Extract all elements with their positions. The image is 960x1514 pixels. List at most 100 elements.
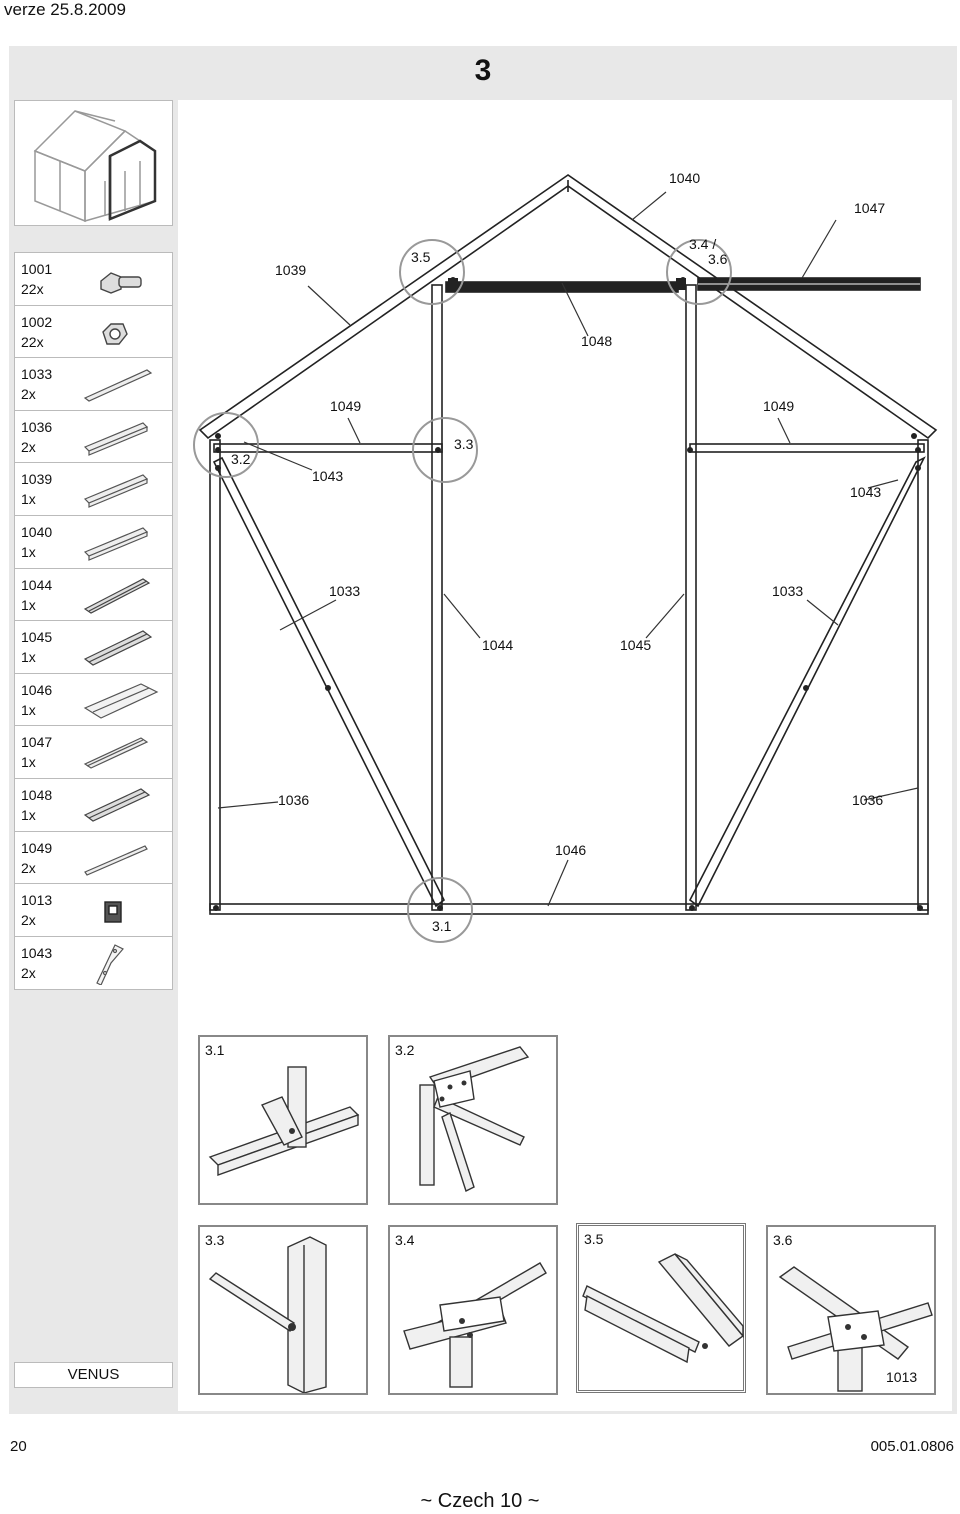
- parts-list: 1001 22x 1002 22x 1033 2x 1036 2x: [14, 252, 173, 991]
- base-1046: [209, 903, 929, 915]
- detail-ref-3.6: 3.6: [708, 251, 728, 267]
- crossbar-1049-right: [689, 443, 925, 453]
- callout-1013: 1013: [886, 1369, 918, 1385]
- callout-1049-left: 1049: [330, 398, 362, 414]
- nut-icon: [102, 322, 128, 345]
- callout-1046: 1046: [555, 842, 587, 858]
- document-code: 005.01.0806: [870, 1438, 954, 1455]
- part-quantity: 1x: [21, 806, 36, 823]
- part-code: 1036: [21, 418, 53, 435]
- callout-1044: 1044: [482, 637, 514, 653]
- part-quantity: 1x: [21, 543, 36, 560]
- version-label: verze 25.8.2009: [4, 0, 126, 19]
- brace-1033-right: [688, 456, 926, 908]
- detail-ref-3.3: 3.3: [454, 436, 474, 452]
- greenhouse-thumbnail: [14, 100, 173, 226]
- greenhouse-icon: [33, 110, 157, 223]
- callout-1049-right: 1049: [763, 398, 795, 414]
- detail-circle-3.2: [193, 412, 259, 478]
- part-row: 1002 22x: [15, 306, 172, 359]
- corner-plate-icon: [96, 943, 124, 985]
- part-quantity: 2x: [21, 912, 36, 929]
- part-row: 1033 2x: [15, 358, 172, 411]
- part-quantity: 22x: [21, 281, 44, 297]
- part-quantity: 1x: [21, 649, 36, 666]
- part-code: 1013: [21, 892, 53, 909]
- crossbar-1049-left: [213, 443, 443, 453]
- detail-drawing-3.5: [582, 1253, 745, 1364]
- callout-1036-right: 1036: [852, 792, 884, 808]
- profile-icon: [83, 369, 153, 402]
- part-row: 1044 1x: [15, 569, 172, 622]
- part-row: 1036 2x: [15, 411, 172, 464]
- part-row: 1040 1x: [15, 516, 172, 569]
- roof-rafter: [198, 174, 938, 440]
- callout-1039: 1039: [275, 262, 307, 278]
- part-quantity: 1x: [21, 754, 36, 771]
- part-row: 1045 1x: [15, 621, 172, 674]
- part-code: 1033: [21, 366, 53, 383]
- detail-label: 3.5: [584, 1231, 604, 1247]
- detail-ref-3.4: 3.4 /: [689, 236, 717, 252]
- detail-drawing-3.6: [778, 1266, 933, 1392]
- detail-circle-3.5: [399, 239, 465, 305]
- part-quantity: 2x: [21, 438, 36, 455]
- profile-icon: [83, 527, 149, 561]
- detail-circle-3.1: [407, 877, 473, 943]
- page-number: 20: [10, 1438, 27, 1455]
- bolt-icon: [100, 272, 142, 294]
- profile-icon: [83, 630, 153, 666]
- detail-ref-3.5: 3.5: [411, 249, 431, 265]
- part-code: 1048: [21, 786, 53, 803]
- language-label: ~ Czech 10 ~: [420, 1490, 540, 1512]
- gable-frame-drawing: [193, 174, 938, 943]
- part-quantity: 2x: [21, 964, 36, 981]
- clip-icon: [104, 901, 122, 923]
- detail-circle-3.4-3.6: [666, 239, 732, 305]
- detail-box-3.1: 3.1: [198, 1035, 368, 1205]
- part-row: 1049 2x: [15, 832, 172, 885]
- part-row: 1048 1x: [15, 779, 172, 832]
- detail-label: 3.3: [205, 1232, 225, 1248]
- detail-ref-3.2: 3.2: [231, 451, 251, 467]
- callout-1033-left: 1033: [329, 583, 361, 599]
- part-quantity: 1x: [21, 701, 36, 718]
- part-code: 1049: [21, 839, 53, 856]
- detail-box-3.2: 3.2: [388, 1035, 558, 1205]
- part-quantity: 2x: [21, 859, 36, 876]
- rod-icon: [84, 844, 148, 876]
- detail-drawing-3.1: [208, 1066, 360, 1176]
- detail-box-3.6: 3.6 1013: [766, 1225, 936, 1395]
- side-post-left: [209, 439, 221, 911]
- detail-drawing-3.2: [419, 1046, 530, 1192]
- part-code: 1002: [21, 313, 53, 330]
- callout-1047: 1047: [854, 200, 886, 216]
- callout-1043-right: 1043: [850, 484, 882, 500]
- detail-box-3.4: 3.4: [388, 1225, 558, 1395]
- part-code: 1047: [21, 734, 53, 751]
- part-code: 1043: [21, 944, 53, 961]
- part-quantity: 1x: [21, 491, 36, 508]
- part-quantity: 2x: [21, 386, 36, 403]
- side-post-right: [917, 439, 929, 911]
- part-code: 1046: [21, 681, 53, 698]
- detail-label: 3.2: [395, 1042, 415, 1058]
- part-row: 1039 1x: [15, 463, 172, 516]
- part-code: 1001: [21, 261, 53, 277]
- detail-drawing-3.3: [208, 1236, 327, 1393]
- channel-icon: [83, 683, 159, 719]
- step-number: 3: [474, 54, 492, 87]
- profile-icon: [83, 422, 149, 456]
- detail-label: 3.4: [395, 1232, 415, 1248]
- part-quantity: 22x: [21, 333, 44, 350]
- door-post-1045: [685, 284, 697, 911]
- detail-ref-3.1: 3.1: [432, 918, 452, 934]
- callout-1043-left: 1043: [312, 468, 344, 484]
- detail-box-3.5: 3.5: [576, 1223, 746, 1393]
- part-row: 1043 2x: [15, 937, 172, 990]
- profile-icon: [83, 788, 151, 822]
- part-row: 1047 1x: [15, 726, 172, 779]
- profile-icon: [83, 577, 151, 614]
- callout-1036-left: 1036: [278, 792, 310, 808]
- callout-1048: 1048: [581, 333, 613, 349]
